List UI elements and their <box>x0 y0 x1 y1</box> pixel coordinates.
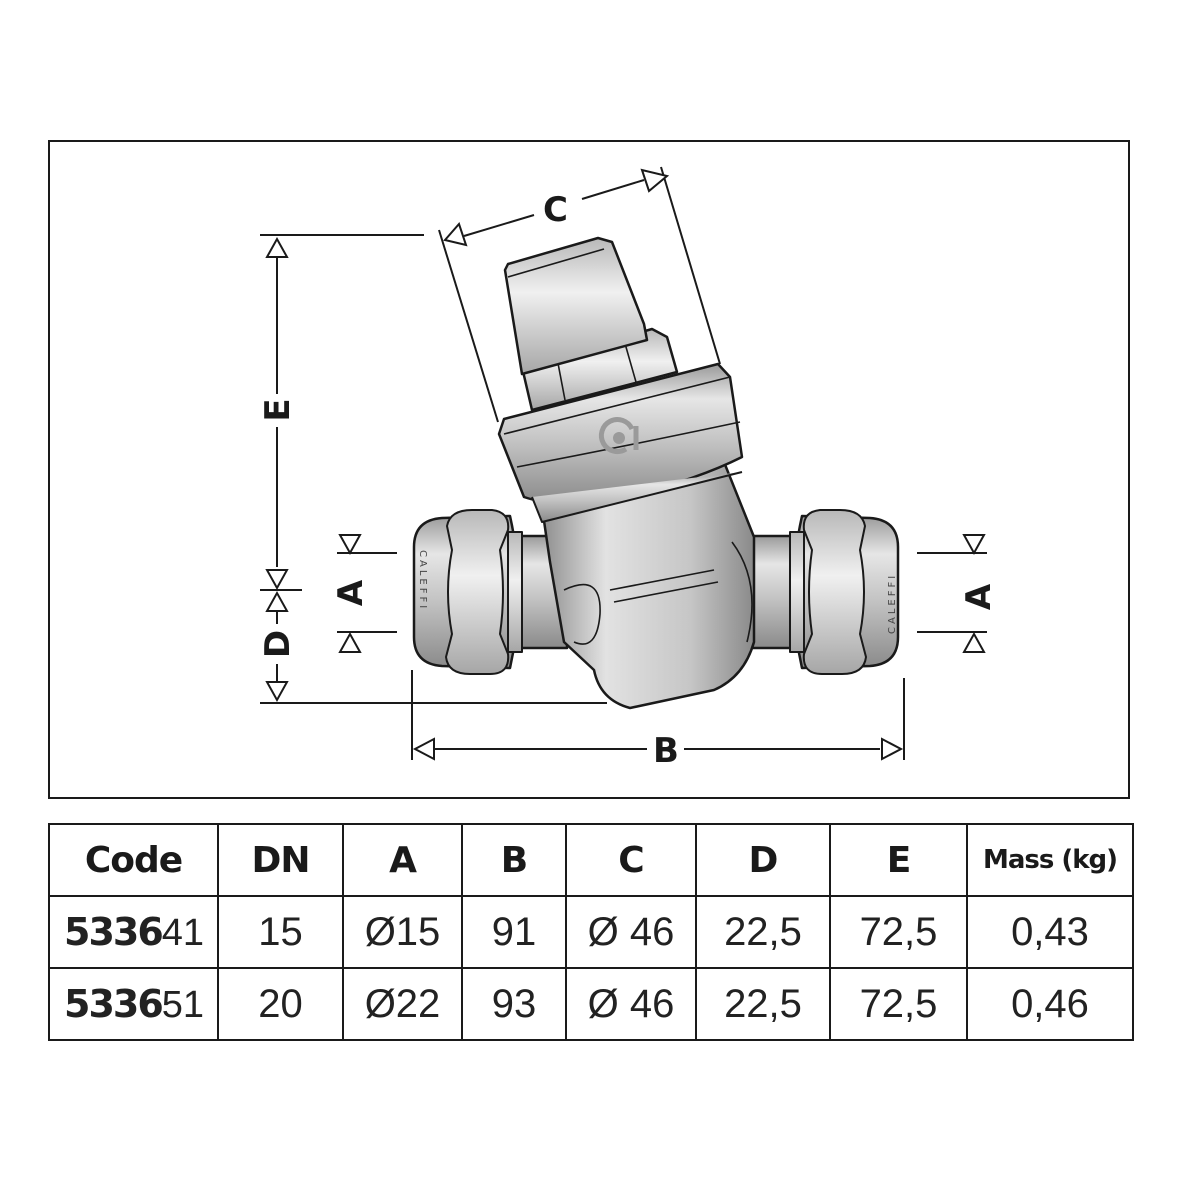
header-a: A <box>342 823 463 897</box>
valve-body <box>540 460 756 710</box>
cap <box>503 236 649 376</box>
cell-a: Ø15 <box>342 895 463 969</box>
label-c: C <box>543 190 568 230</box>
table-header-row: Code DN A B C D E Mass (kg) <box>48 823 1134 897</box>
header-c: C <box>565 823 697 897</box>
dimension-lines <box>260 166 987 761</box>
header-d: D <box>695 823 831 897</box>
code-suffix: 51 <box>161 983 205 1026</box>
table-row: 533651 20 Ø22 93 Ø 46 22,5 72,5 0,46 <box>48 967 1134 1041</box>
cell-b: 93 <box>461 967 567 1041</box>
cell-e: 72,5 <box>829 895 968 969</box>
cell-mass: 0,46 <box>966 967 1134 1041</box>
drawing-frame: CALEFFI CALEFFI C E D A A B <box>48 140 1130 799</box>
brand-text-right: CALEFFI <box>887 573 898 634</box>
label-a-left: A <box>331 579 371 606</box>
caleffi-logo-icon <box>598 417 639 454</box>
header-dn: DN <box>217 823 344 897</box>
code-prefix: 5336 <box>64 981 164 1026</box>
cell-e: 72,5 <box>829 967 968 1041</box>
valve-dimension-diagram: CALEFFI CALEFFI C E D A A B <box>258 166 999 771</box>
cell-code: 533641 <box>48 895 219 969</box>
cell-a: Ø22 <box>342 967 463 1041</box>
cell-c: Ø 46 <box>565 895 697 969</box>
cell-code: 533651 <box>48 967 219 1041</box>
label-a-right: A <box>959 583 999 610</box>
cell-b: 91 <box>461 895 567 969</box>
cell-c: Ø 46 <box>565 967 697 1041</box>
header-mass: Mass (kg) <box>966 823 1134 897</box>
header-b: B <box>461 823 567 897</box>
dimensions-table: Code DN A B C D E Mass (kg) 533641 15 Ø1… <box>48 823 1134 1041</box>
cell-d: 22,5 <box>695 967 831 1041</box>
label-d: D <box>258 630 298 658</box>
header-e: E <box>829 823 968 897</box>
code-prefix: 5336 <box>64 909 164 954</box>
code-suffix: 41 <box>161 911 205 954</box>
cell-dn: 20 <box>217 967 344 1041</box>
cell-d: 22,5 <box>695 895 831 969</box>
table-row: 533641 15 Ø15 91 Ø 46 22,5 72,5 0,43 <box>48 895 1134 969</box>
valve-illustration <box>412 236 900 710</box>
cell-mass: 0,43 <box>966 895 1134 969</box>
header-code: Code <box>48 823 219 897</box>
label-b: B <box>653 731 679 771</box>
cell-dn: 15 <box>217 895 344 969</box>
label-e: E <box>258 398 298 421</box>
brand-text-left: CALEFFI <box>417 550 428 611</box>
